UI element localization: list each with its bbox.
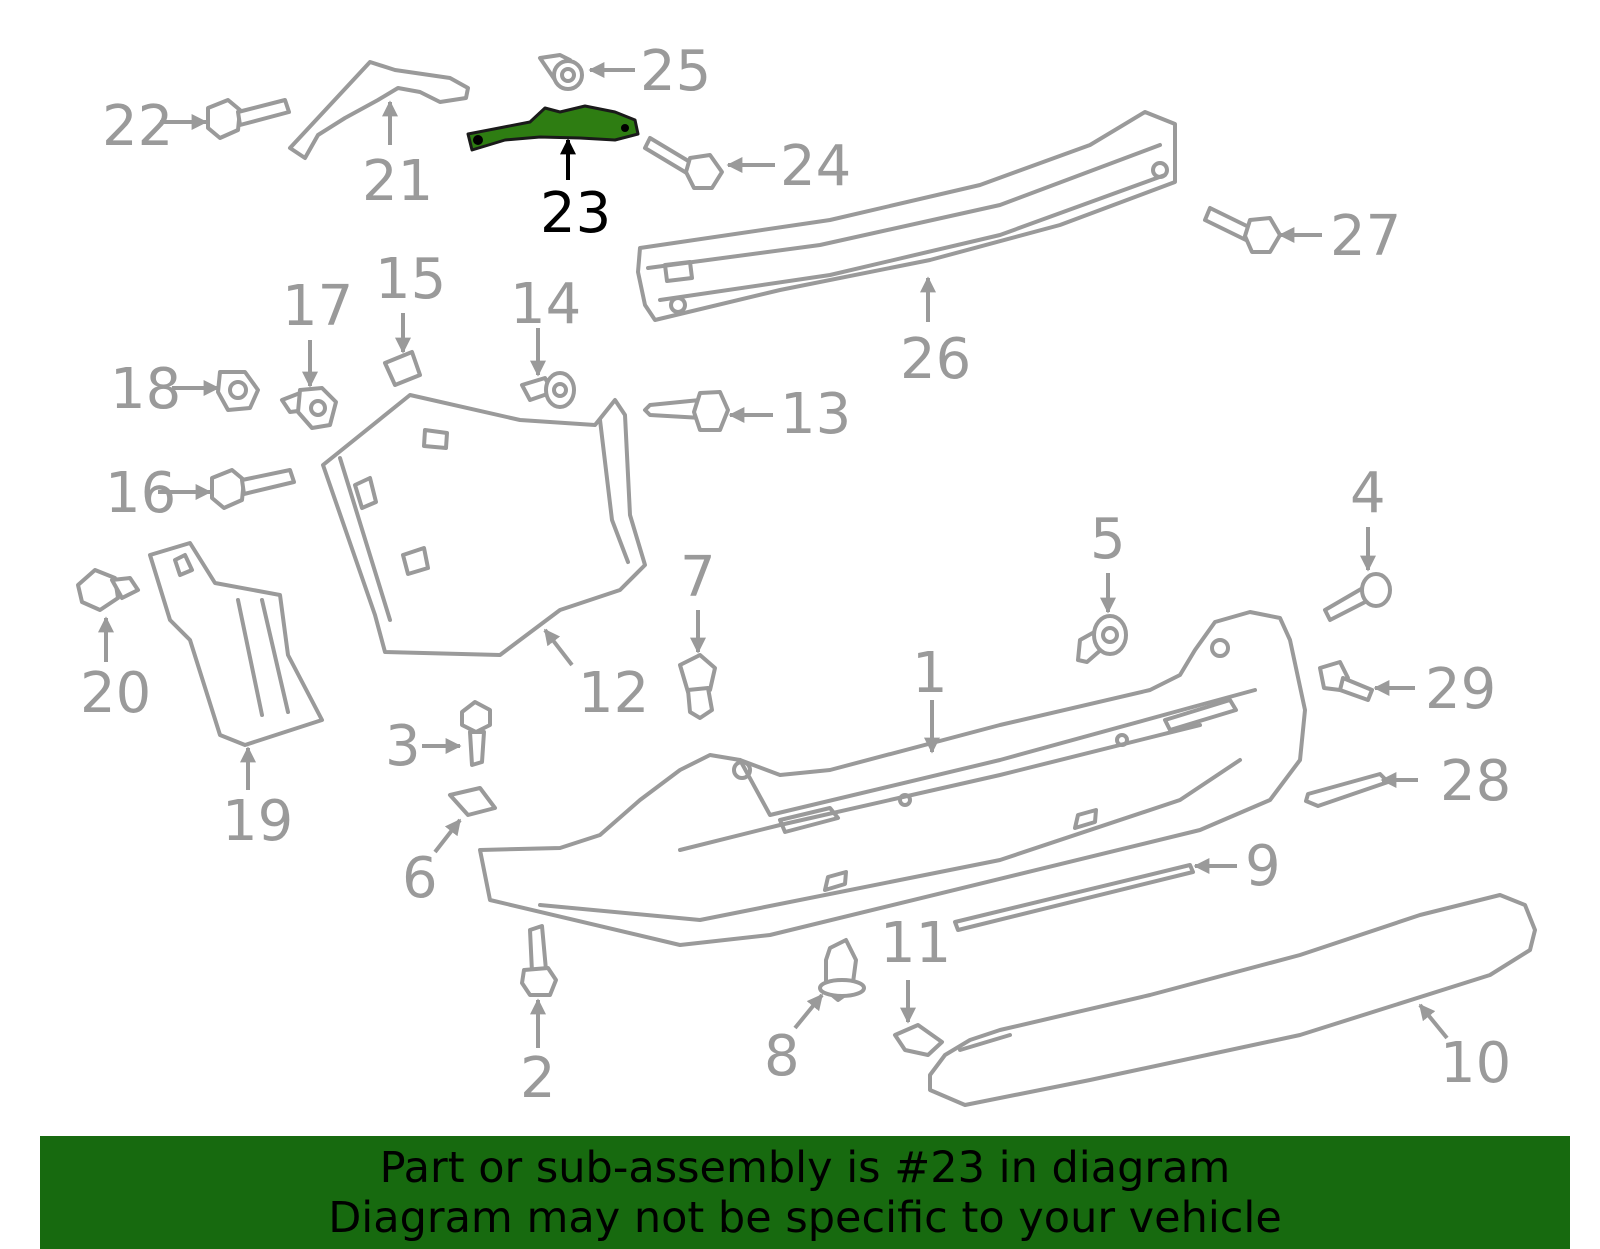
callout-26[interactable]: 26 <box>900 327 971 392</box>
fastener-11-clip[interactable] <box>893 1023 944 1057</box>
callout-25[interactable]: 25 <box>640 39 711 104</box>
callout-27[interactable]: 27 <box>1330 204 1401 269</box>
callout-29[interactable]: 29 <box>1425 657 1496 722</box>
callout-16[interactable]: 16 <box>105 461 176 526</box>
callout-11[interactable]: 11 <box>880 911 951 976</box>
callout-13[interactable]: 13 <box>780 382 851 447</box>
fastener-6-nut[interactable] <box>448 786 497 817</box>
callout-12[interactable]: 12 <box>578 661 649 726</box>
callout-14[interactable]: 14 <box>510 272 581 337</box>
callout-22[interactable]: 22 <box>102 94 173 159</box>
leader-arrows <box>98 62 1449 1048</box>
fastener-24-bolt[interactable] <box>643 136 724 190</box>
banner-line-part-number: Part or sub-assembly is #23 in diagram <box>379 1142 1231 1193</box>
fastener-3-bolt[interactable] <box>460 700 492 767</box>
fastener-8-stud[interactable] <box>818 938 866 1002</box>
fastener-25-nut[interactable] <box>538 53 584 91</box>
callout-10[interactable]: 10 <box>1440 1031 1511 1096</box>
callout-1[interactable]: 1 <box>912 641 948 706</box>
fastener-29-bolt[interactable] <box>1318 660 1374 702</box>
callout-8[interactable]: 8 <box>764 1024 800 1089</box>
callout-2[interactable]: 2 <box>520 1046 556 1111</box>
callout-28[interactable]: 28 <box>1440 749 1511 814</box>
fastener-2-bolt[interactable] <box>520 924 558 997</box>
callout-labels: 1 2 3 4 5 6 7 8 9 10 11 12 13 14 15 16 1… <box>80 39 1511 1111</box>
part-1-bumper-cover[interactable] <box>478 610 1307 947</box>
callout-6[interactable]: 6 <box>402 846 438 911</box>
callout-15[interactable]: 15 <box>375 247 446 312</box>
fastener-27-bolt[interactable] <box>1203 206 1282 254</box>
part-9-strip[interactable] <box>953 863 1195 932</box>
parts-diagram: 1 2 3 4 5 6 7 8 9 10 11 12 13 14 15 16 1… <box>76 39 1537 1111</box>
callout-19[interactable]: 19 <box>222 789 293 854</box>
fastener-22-bolt[interactable] <box>206 98 291 140</box>
info-banner: Part or sub-assembly is #23 in diagram D… <box>40 1136 1570 1249</box>
callout-23[interactable]: 23 <box>540 181 611 246</box>
fastener-18-nut[interactable] <box>216 370 260 412</box>
callout-3[interactable]: 3 <box>385 714 421 779</box>
callout-18[interactable]: 18 <box>110 357 181 422</box>
fastener-17-clip[interactable] <box>280 386 338 430</box>
fastener-5-clip[interactable] <box>1076 614 1128 664</box>
fastener-7-clip[interactable] <box>678 653 717 720</box>
fastener-4-screw[interactable] <box>1323 572 1392 622</box>
fastener-20-clip[interactable] <box>76 568 140 612</box>
callout-4[interactable]: 4 <box>1350 461 1386 526</box>
callout-9[interactable]: 9 <box>1245 834 1281 899</box>
fastener-14-clip[interactable] <box>520 371 576 409</box>
fastener-15-clip[interactable] <box>383 350 422 387</box>
part-19-side-support[interactable] <box>148 541 324 747</box>
callout-17[interactable]: 17 <box>282 274 353 339</box>
part-12-side-bracket[interactable] <box>321 393 647 657</box>
callout-24[interactable]: 24 <box>780 134 851 199</box>
callout-20[interactable]: 20 <box>80 661 151 726</box>
callout-7[interactable]: 7 <box>680 545 716 610</box>
callout-5[interactable]: 5 <box>1090 507 1126 572</box>
part-28-trim-strip[interactable] <box>1304 772 1390 808</box>
fastener-13-bolt[interactable] <box>643 390 730 432</box>
banner-line-disclaimer: Diagram may not be specific to your vehi… <box>328 1192 1282 1243</box>
part-26-reinforcement-bar[interactable] <box>636 110 1177 322</box>
part-10-lower-diffuser[interactable] <box>928 893 1537 1107</box>
part-23-bracket-highlighted[interactable] <box>466 104 640 152</box>
fastener-16-bolt[interactable] <box>210 468 296 510</box>
part-21-upper-bracket[interactable] <box>288 60 470 160</box>
callout-21[interactable]: 21 <box>362 149 433 214</box>
